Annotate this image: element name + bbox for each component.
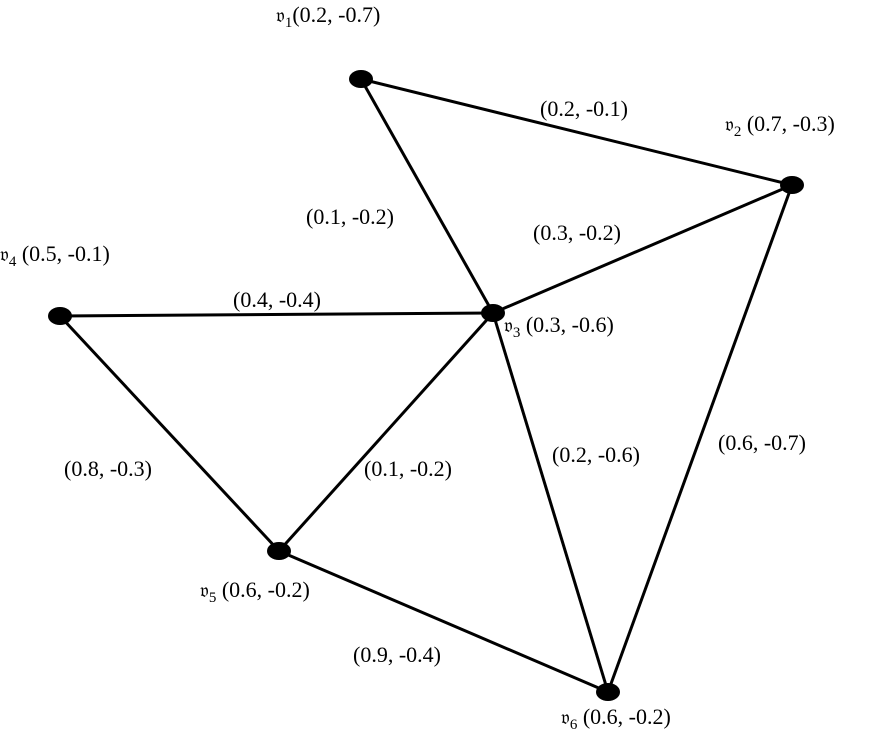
vertex-v2 bbox=[780, 176, 804, 194]
edge-label-v2-v3: (0.3, -0.2) bbox=[533, 220, 621, 245]
edge-label-v4-v3: (0.4, -0.4) bbox=[233, 287, 321, 312]
vertex-label-v2: 𝔳2 (0.7, -0.3) bbox=[725, 111, 835, 140]
edge-label-v2-v6: (0.6, -0.7) bbox=[718, 430, 806, 455]
edge-v2-v3 bbox=[492, 183, 793, 315]
edge-v3-v6 bbox=[491, 312, 610, 693]
edge-v5-v3 bbox=[277, 311, 495, 553]
vertex-v1 bbox=[349, 70, 373, 88]
edge-v4-v5 bbox=[58, 314, 281, 553]
edge-v5-v6 bbox=[278, 549, 609, 694]
vertex-v4 bbox=[48, 307, 72, 325]
vertex-label-v6: 𝔳6 (0.6, -0.2) bbox=[561, 704, 671, 731]
edge-label-v5-v6: (0.9, -0.4) bbox=[353, 642, 441, 667]
edge-v1-v2 bbox=[360, 77, 793, 187]
edge-label-v4-v5: (0.8, -0.3) bbox=[64, 456, 152, 481]
edge-label-v5-v3: (0.1, -0.2) bbox=[364, 456, 452, 481]
edge-label-v1-v2: (0.2, -0.1) bbox=[540, 96, 628, 121]
vertex-label-v5: 𝔳5 (0.6, -0.2) bbox=[200, 577, 310, 606]
edge-v2-v6 bbox=[606, 184, 794, 693]
vertex-v5 bbox=[267, 542, 291, 560]
vertex-label-v4: 𝔳4 (0.5, -0.1) bbox=[0, 241, 110, 270]
vertex-label-v1: 𝔳1(0.2, -0.7) bbox=[276, 2, 380, 31]
vertex-v6 bbox=[596, 683, 620, 701]
vertex-v3 bbox=[481, 304, 505, 322]
edge-v1-v3 bbox=[359, 78, 495, 314]
edge-label-v3-v6: (0.2, -0.6) bbox=[552, 442, 640, 467]
edge-v4-v3 bbox=[59, 311, 494, 318]
vertex-label-v3: 𝔳3 (0.3, -0.6) bbox=[504, 312, 614, 341]
edge-label-v1-v3: (0.1, -0.2) bbox=[306, 204, 394, 229]
